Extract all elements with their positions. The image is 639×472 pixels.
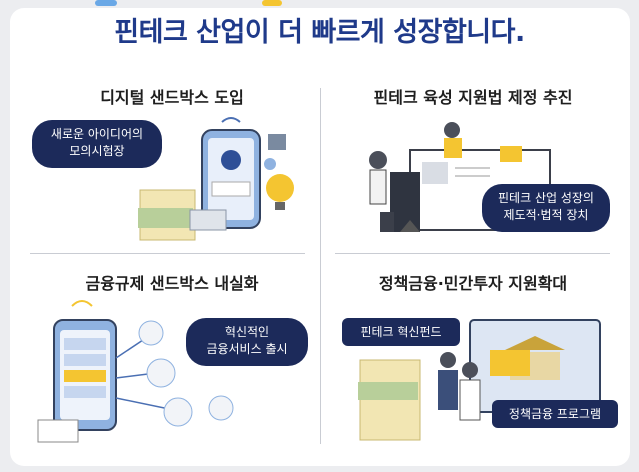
- bubble-line-2: 모의시험장: [69, 144, 125, 158]
- speech-bubble-legal-basis: 핀테크 산업 성장의 제도적·법적 장치: [482, 184, 610, 232]
- speech-bubble-innovative-service: 혁신적인 금융서비스 출시: [186, 318, 308, 366]
- quadrant-title-policy-finance: 정책금융·민간투자 지원확대: [378, 274, 568, 293]
- vertical-divider: [320, 88, 321, 444]
- top-decoration-yellow: [262, 0, 282, 6]
- quadrant-title-fintech-law: 핀테크 육성 지원법 제정 추진: [373, 88, 573, 107]
- investment-monitor-illustration: [358, 319, 601, 441]
- top-decoration-blue: [95, 0, 117, 6]
- page-title: 핀테크 산업이 더 빠르게 성장합니다.: [114, 17, 525, 48]
- quadrant-title-digital-sandbox: 디지털 샌드박스 도입: [100, 88, 244, 107]
- network-phone-illustration: [37, 300, 234, 443]
- speech-bubble-mock-test: 새로운 아이디어의 모의시험장: [32, 120, 162, 168]
- label-policy-finance-program: 정책금융 프로그램: [492, 400, 618, 428]
- horizontal-divider-left: [30, 253, 305, 254]
- bubble-line-1: 핀테크 산업 성장의: [498, 191, 594, 205]
- horizontal-divider-right: [335, 253, 610, 254]
- bubble-line-2: 제도적·법적 장치: [503, 208, 589, 222]
- label-fintech-fund: 핀테크 혁신펀드: [342, 318, 460, 346]
- quadrant-title-regulatory-sandbox: 금융규제 샌드박스 내실화: [85, 274, 259, 293]
- bubble-line-2: 금융서비스 출시: [206, 342, 288, 356]
- bubble-line-1: 혁신적인: [224, 325, 270, 339]
- phone-money-illustration: [138, 117, 294, 241]
- bubble-line-1: 새로운 아이디어의: [50, 127, 144, 141]
